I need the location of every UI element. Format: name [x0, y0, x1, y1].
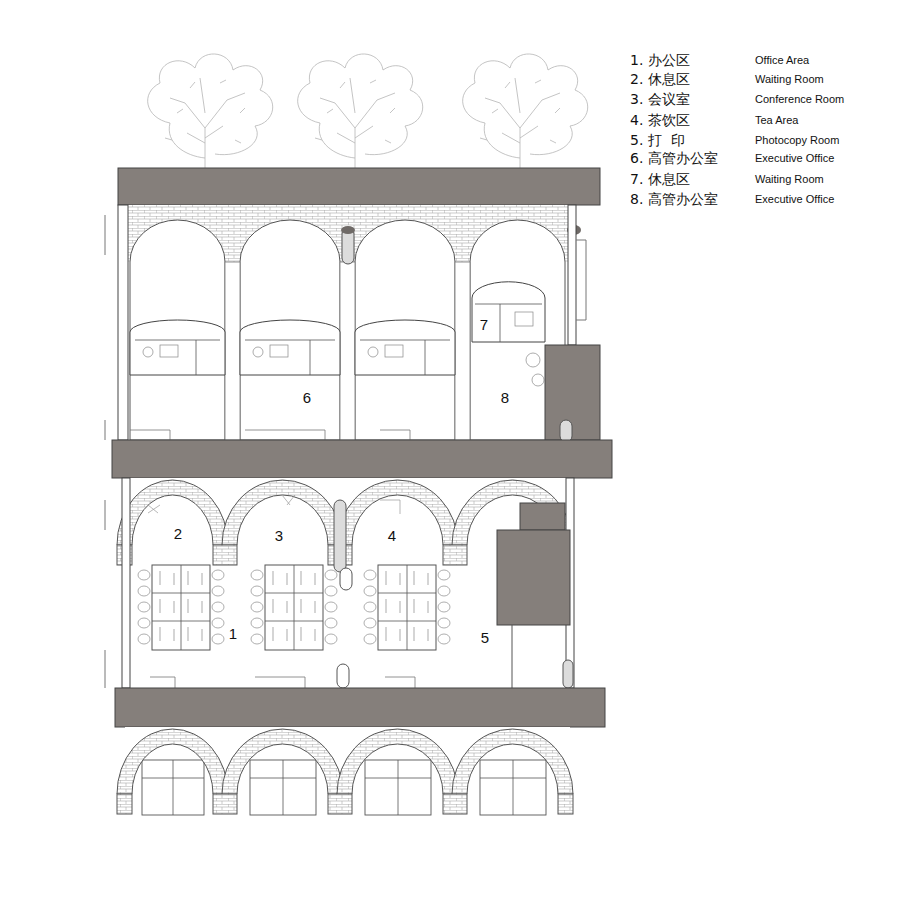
legend-key: 6. 高管办公室 [630, 151, 718, 165]
callout-number: 7 [480, 317, 488, 332]
callout-number: 3 [275, 528, 283, 543]
callout-number: 5 [481, 630, 489, 645]
legend-english: Conference Room [755, 94, 844, 105]
callout-number: 6 [303, 390, 311, 405]
legend-key: 2. 休息区 [630, 72, 690, 86]
legend-english: Tea Area [755, 115, 798, 126]
legend-english: Office Area [755, 55, 809, 66]
legend-key: 3. 会议室 [630, 92, 690, 106]
callout-number: 1 [229, 626, 237, 641]
legend-key: 4. 茶饮区 [630, 113, 690, 127]
legend-key: 7. 休息区 [630, 172, 690, 186]
legend-english: Waiting Room [755, 74, 824, 85]
legend-english: Photocopy Room [755, 135, 839, 146]
callout-number: 4 [388, 528, 396, 543]
callout-number: 2 [174, 526, 182, 541]
legend-key: 1. 办公区 [630, 53, 690, 67]
callout-number: 8 [501, 390, 509, 405]
legend-english: Executive Office [755, 153, 834, 164]
legend-english: Executive Office [755, 194, 834, 205]
legend-key: 8. 高管办公室 [630, 192, 718, 206]
legend-english: Waiting Room [755, 174, 824, 185]
legend-key: 5. 打 印 [630, 133, 685, 147]
